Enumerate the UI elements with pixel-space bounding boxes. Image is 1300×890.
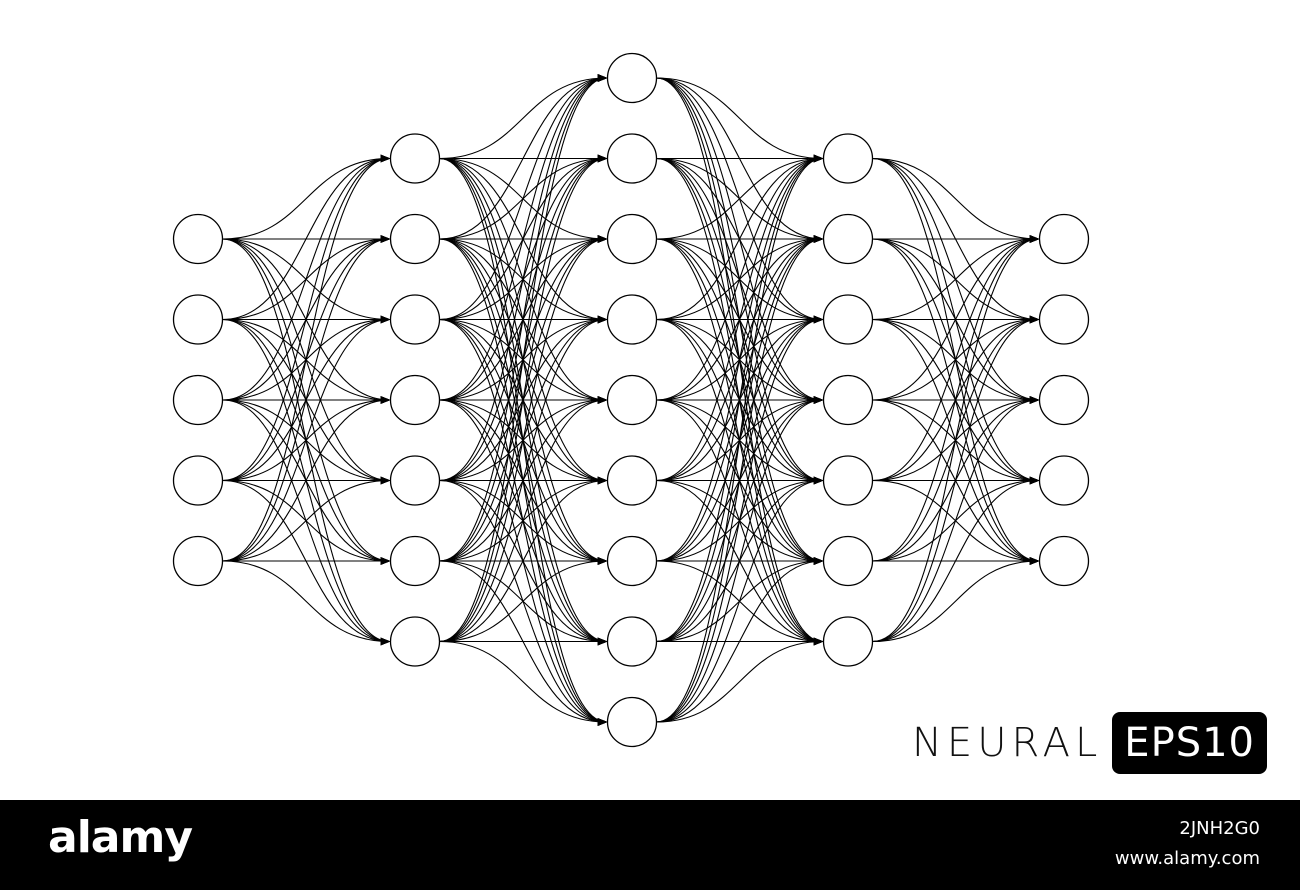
neural-network-diagram [172, 52, 1090, 748]
neuron-layer0-node3 [172, 455, 224, 506]
watermark-bar [0, 800, 1300, 890]
edge-l0n2-l1n0 [222, 154, 391, 401]
neuron-layer1-node3 [389, 374, 441, 426]
edge-l1n6-l2n4 [439, 396, 608, 643]
neuron-layer2-node8 [606, 696, 658, 748]
edge-l3n2-l4n0 [872, 235, 1040, 321]
neuron-layer2-node7 [606, 616, 658, 667]
edge-l2n8-l3n4 [656, 476, 824, 723]
neuron-layer3-node4 [822, 455, 874, 506]
edge-l2n4-l3n0 [656, 154, 824, 401]
edge-l1n6-l2n8 [439, 640, 608, 726]
edge-l1n6-l2n3 [439, 315, 608, 643]
edge-l0n4-l1n3 [222, 396, 391, 562]
neuron-layer3-node2 [822, 294, 874, 345]
edge-l1n1-l2n0 [439, 74, 608, 240]
neuron-layer1-node4 [389, 455, 441, 506]
edge-l2n8-l3n3 [656, 396, 824, 723]
neuron-layer0-node2 [172, 374, 224, 426]
neuron-layer4-node2 [1038, 374, 1090, 426]
edge-l2n8-l3n2 [656, 315, 824, 723]
edge-l0n4-l1n0 [222, 154, 391, 562]
neuron-layer4-node1 [1038, 294, 1090, 345]
neuron-layer1-node2 [389, 294, 441, 345]
format-badge: EPS10 [1112, 712, 1267, 774]
neuron-layer2-node3 [606, 294, 658, 345]
edge-l3n3-l4n0 [872, 235, 1040, 401]
edge-l0n4-l1n6 [222, 560, 391, 646]
neuron-layer3-node3 [822, 374, 874, 426]
neuron-layer2-node6 [606, 535, 658, 587]
edge-l1n0-l2n0 [439, 74, 608, 160]
title-word: NEURAL [912, 720, 1103, 766]
edge-l0n4-l1n1 [222, 235, 391, 562]
neuron-layer1-node1 [389, 213, 441, 265]
edge-l3n4-l4n0 [872, 235, 1040, 482]
edge-l1n6-l2n0 [439, 74, 608, 643]
edge-l1n5-l2n0 [439, 74, 608, 562]
neuron-layer3-node5 [822, 535, 874, 587]
alamy-logo: alamy [48, 812, 193, 863]
edge-l2n8-l3n0 [656, 154, 824, 723]
neuron-layer3-node6 [822, 616, 874, 667]
edge-l0n4-l1n4 [222, 476, 391, 562]
edge-l0n3-l1n0 [222, 154, 391, 482]
neuron-layer4-node4 [1038, 535, 1090, 587]
neuron-layer2-node1 [606, 133, 658, 184]
edge-l3n5-l4n0 [872, 235, 1040, 562]
edge-l2n3-l3n0 [656, 154, 824, 321]
neuron-layer4-node3 [1038, 455, 1090, 506]
title-block: NEURAL EPS10 [912, 712, 1267, 774]
neuron-layer1-node0 [389, 133, 441, 184]
edge-l0n4-l1n2 [222, 315, 391, 562]
edge-l1n6-l2n1 [439, 154, 608, 643]
site-url: www.alamy.com [1114, 848, 1260, 869]
neuron-layer1-node6 [389, 616, 441, 667]
neuron-layer3-node0 [822, 133, 874, 184]
edge-l1n2-l2n0 [439, 74, 608, 321]
neuron-layer2-node4 [606, 374, 658, 426]
edge-l3n6-l4n2 [872, 396, 1040, 643]
neuron-layer2-node0 [606, 52, 658, 104]
edge-l1n6-l2n2 [439, 235, 608, 643]
edge-l2n6-l3n0 [656, 154, 824, 562]
edge-l3n6-l4n1 [872, 315, 1040, 643]
edge-l3n0-l4n0 [872, 157, 1040, 243]
edge-l3n6-l4n4 [872, 557, 1040, 643]
edge-l2n7-l3n0 [656, 154, 824, 643]
edge-l1n4-l2n0 [439, 74, 608, 482]
neuron-layer4-node0 [1038, 213, 1090, 265]
connections [222, 74, 1040, 726]
edge-l2n8-l3n6 [656, 637, 824, 723]
neuron-layer0-node0 [172, 213, 224, 265]
edge-l2n8-l3n5 [656, 557, 824, 723]
edge-l1n3-l2n0 [439, 74, 608, 401]
neuron-layer1-node5 [389, 535, 441, 587]
neurons [172, 52, 1090, 748]
edge-l3n6-l4n3 [872, 476, 1040, 643]
edge-l2n8-l3n1 [656, 235, 824, 723]
neuron-layer3-node1 [822, 213, 874, 265]
neuron-layer0-node1 [172, 294, 224, 345]
image-id: 2JNH2G0 [1179, 818, 1260, 839]
neuron-layer2-node5 [606, 455, 658, 506]
edge-l3n6-l4n0 [872, 235, 1040, 643]
edge-l0n0-l1n0 [222, 154, 391, 240]
edge-l2n0-l3n0 [656, 77, 824, 163]
neuron-layer2-node2 [606, 213, 658, 265]
edge-l2n5-l3n0 [656, 154, 824, 482]
edge-l2n2-l3n0 [656, 154, 824, 240]
edge-l1n6-l2n6 [439, 557, 608, 643]
neuron-layer0-node4 [172, 535, 224, 587]
edge-l0n1-l1n0 [222, 154, 391, 321]
edge-l1n6-l2n5 [439, 476, 608, 643]
